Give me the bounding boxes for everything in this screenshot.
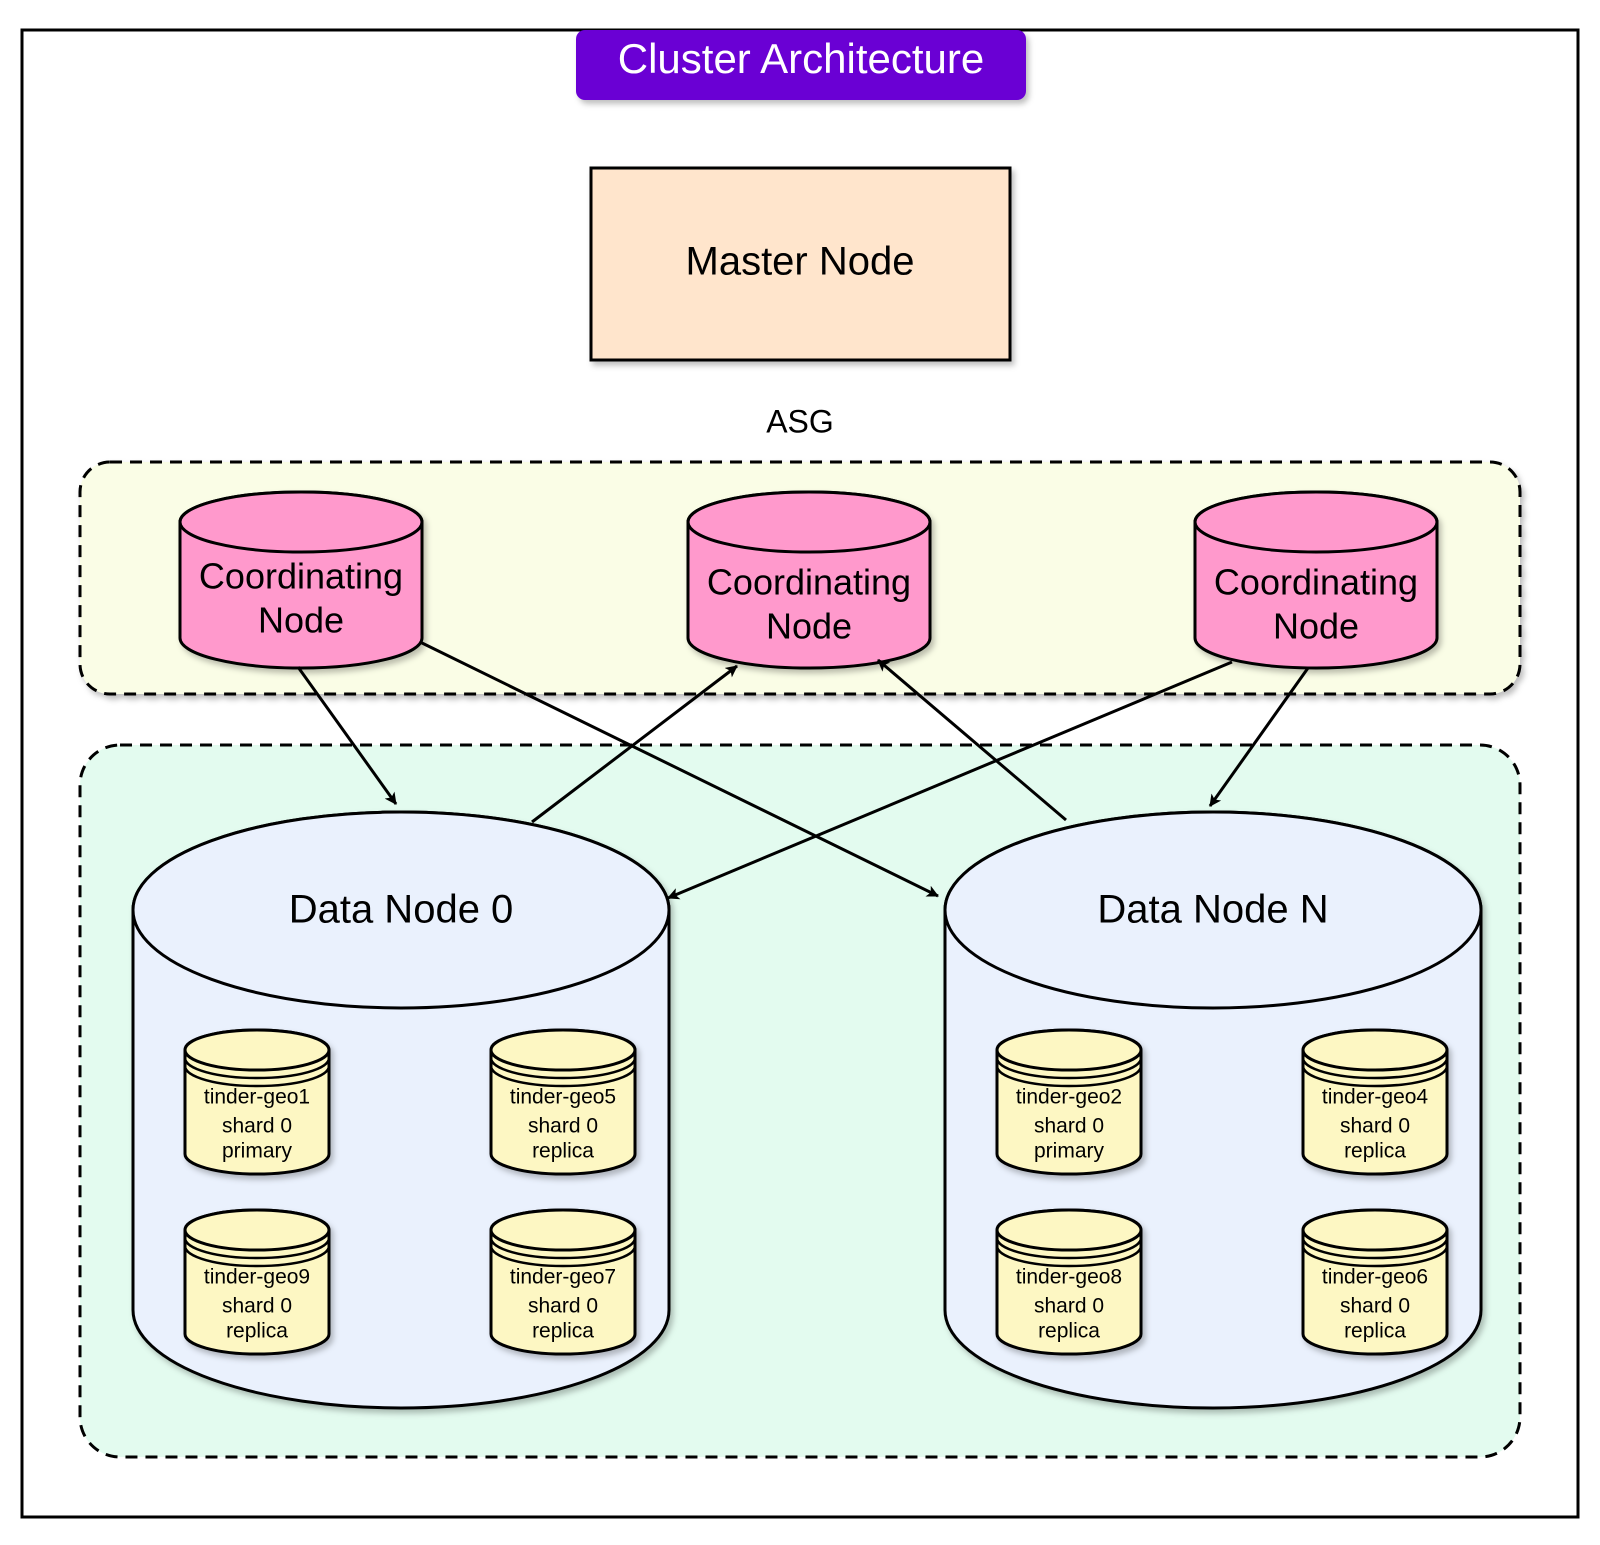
shard-tinder-geo1	[183, 1028, 331, 1176]
master-node-label: Master Node	[686, 240, 915, 284]
shard-tinder-geo7	[489, 1208, 637, 1356]
shard-number: shard 0	[1340, 1115, 1410, 1138]
master-node	[589, 166, 1012, 362]
shard-role: replica	[1038, 1320, 1100, 1343]
shard-number: shard 0	[1340, 1295, 1410, 1318]
coordinating-node-label-line1: Coordinating	[707, 562, 911, 603]
asg-label: ASG	[766, 403, 834, 439]
shard-tinder-geo2	[995, 1028, 1143, 1176]
shard-name: tinder-geo9	[204, 1266, 310, 1289]
coordinating-node-label-line2: Node	[258, 600, 344, 641]
data-node-label: Data Node 0	[289, 888, 514, 932]
shard-role: replica	[532, 1320, 594, 1343]
shard-name: tinder-geo6	[1322, 1266, 1428, 1289]
shard-name: tinder-geo1	[204, 1086, 310, 1109]
coordinating-node-2	[686, 490, 932, 670]
arrow-data0-to-coord2	[531, 664, 738, 824]
shard-tinder-geo9	[183, 1208, 331, 1356]
shard-role: replica	[226, 1320, 288, 1343]
coordinating-node-1	[178, 490, 424, 670]
shard-name: tinder-geo8	[1016, 1266, 1122, 1289]
shard-role: primary	[1034, 1140, 1105, 1163]
shard-number: shard 0	[222, 1295, 292, 1318]
coordinating-node-label-line2: Node	[766, 606, 852, 647]
diagram-title: Cluster Architecture	[618, 35, 984, 82]
shard-name: tinder-geo2	[1016, 1086, 1122, 1109]
shard-role: replica	[1344, 1320, 1406, 1343]
shard-name: tinder-geo7	[510, 1266, 616, 1289]
shard-role: replica	[532, 1140, 594, 1163]
coordinating-node-label-line1: Coordinating	[1214, 562, 1418, 603]
shard-tinder-geo5	[489, 1028, 637, 1176]
title-badge	[576, 30, 1026, 100]
arrow-coord1-to-data0	[296, 666, 398, 805]
shard-number: shard 0	[1034, 1295, 1104, 1318]
shard-name: tinder-geo5	[510, 1086, 616, 1109]
shard-tinder-geo8	[995, 1208, 1143, 1356]
arrow-coord3-to-dataN	[1208, 667, 1310, 807]
shard-tinder-geo6	[1301, 1208, 1449, 1356]
shard-role: replica	[1344, 1140, 1406, 1163]
connection-arrows	[296, 640, 1310, 900]
shard-number: shard 0	[222, 1115, 292, 1138]
shard-number: shard 0	[1034, 1115, 1104, 1138]
coordinating-node-label-line2: Node	[1273, 606, 1359, 647]
arrow-dataN-to-coord2	[877, 658, 1067, 822]
data-node-label: Data Node N	[1097, 888, 1328, 932]
shard-number: shard 0	[528, 1115, 598, 1138]
shard-tinder-geo4	[1301, 1028, 1449, 1176]
shard-name: tinder-geo4	[1322, 1086, 1429, 1109]
coordinating-node-3	[1193, 490, 1439, 670]
arrow-coord1-to-dataN	[419, 640, 939, 898]
shard-number: shard 0	[528, 1295, 598, 1318]
shard-role: primary	[222, 1140, 293, 1163]
arrow-coord3-to-data0	[667, 660, 1233, 900]
coordinating-node-label-line1: Coordinating	[199, 556, 403, 597]
